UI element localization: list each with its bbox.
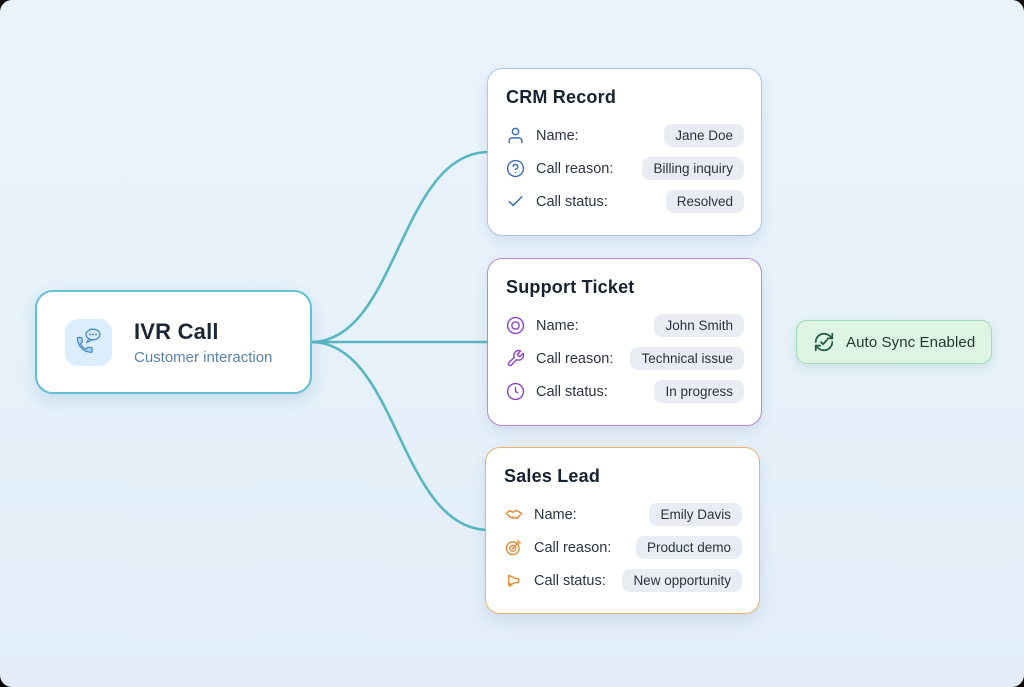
clock-icon: [505, 382, 526, 401]
field-label: Name:: [536, 317, 579, 334]
field-row-reason: Call reason: Billing inquiry: [505, 152, 744, 185]
field-value-chip[interactable]: New opportunity: [622, 569, 742, 592]
node-crm-record[interactable]: CRM Record Name: Jane Doe Call reason: B…: [487, 68, 762, 236]
life-buoy-icon: [505, 316, 526, 335]
badge-label: Auto Sync Enabled: [846, 333, 976, 351]
phone-chat-icon: [65, 318, 112, 366]
target-icon: [503, 538, 524, 557]
field-label: Call reason:: [536, 350, 614, 367]
field-label: Call status:: [536, 383, 608, 400]
field-row-status: Call status: New opportunity: [503, 564, 742, 597]
connector-to-sales: [309, 340, 491, 532]
field-row-reason: Call reason: Product demo: [503, 531, 742, 564]
field-label: Call status:: [536, 193, 608, 210]
field-row-status: Call status: Resolved: [505, 185, 744, 218]
field-value-chip[interactable]: Jane Doe: [664, 124, 744, 147]
field-label: Name:: [536, 127, 579, 144]
field-row-name: Name: Emily Davis: [503, 498, 742, 531]
ivr-subtitle: Customer interaction: [134, 348, 273, 366]
field-value-chip[interactable]: Resolved: [665, 190, 744, 213]
field-value-chip[interactable]: In progress: [654, 380, 744, 403]
field-row-reason: Call reason: Technical issue: [505, 342, 744, 375]
sync-check-icon: [813, 331, 835, 353]
node-ivr-call[interactable]: IVR Call Customer interaction: [35, 290, 312, 394]
check-icon: [505, 192, 526, 211]
field-value-chip[interactable]: Product demo: [635, 536, 742, 559]
field-label: Call status:: [534, 572, 606, 589]
card-title: CRM Record: [506, 87, 617, 107]
auto-sync-badge[interactable]: Auto Sync Enabled: [796, 320, 993, 364]
node-support-ticket[interactable]: Support Ticket Name: John Smith Call rea…: [487, 258, 762, 426]
megaphone-icon: [503, 571, 524, 590]
field-value-chip[interactable]: John Smith: [654, 314, 744, 337]
user-icon: [505, 126, 526, 145]
wrench-icon: [505, 349, 526, 368]
field-label: Call reason:: [536, 160, 614, 177]
connector-to-crm: [309, 150, 491, 344]
ivr-text-block: IVR Call Customer interaction: [134, 319, 272, 366]
help-circle-icon: [505, 159, 526, 178]
field-label: Name:: [534, 506, 577, 523]
card-title: Support Ticket: [506, 277, 635, 297]
ivr-title: IVR Call: [134, 318, 219, 344]
field-value-chip[interactable]: Technical issue: [630, 347, 744, 370]
field-label: Call reason:: [534, 539, 612, 556]
field-value-chip[interactable]: Emily Davis: [649, 503, 742, 526]
node-sales-lead[interactable]: Sales Lead Name: Emily Davis Call reason…: [485, 447, 760, 614]
handshake-icon: [503, 505, 524, 525]
field-row-name: Name: John Smith: [505, 309, 744, 342]
card-title: Sales Lead: [504, 466, 601, 486]
field-row-status: Call status: In progress: [505, 375, 744, 408]
field-value-chip[interactable]: Billing inquiry: [642, 157, 744, 180]
field-row-name: Name: Jane Doe: [505, 119, 744, 152]
